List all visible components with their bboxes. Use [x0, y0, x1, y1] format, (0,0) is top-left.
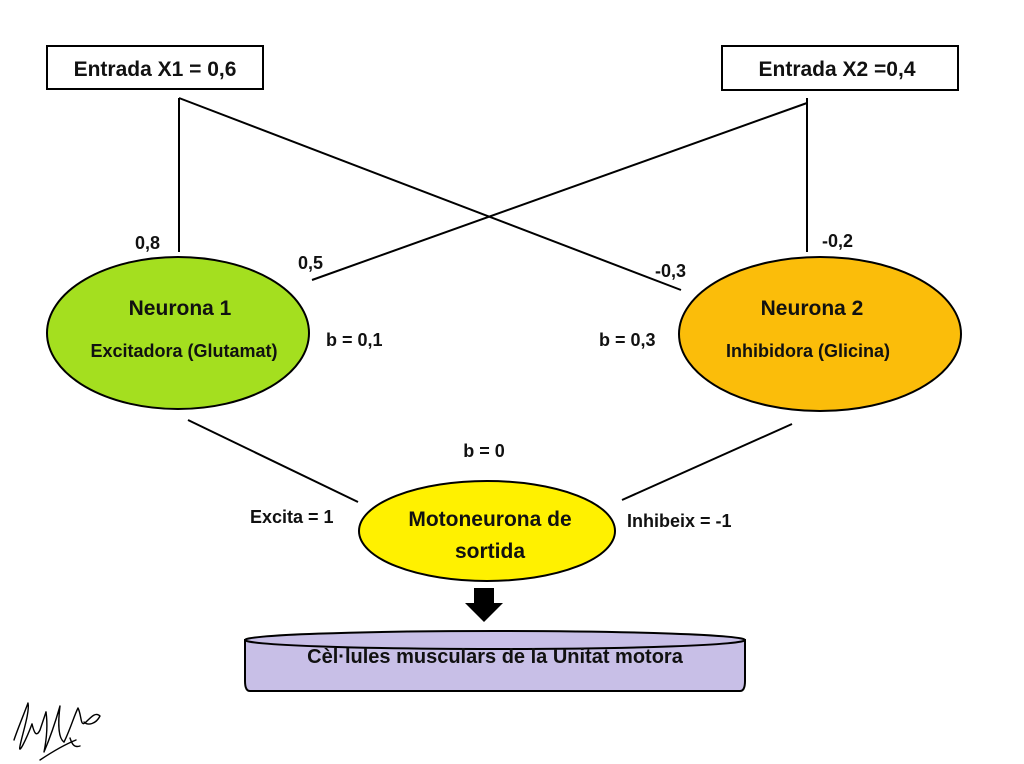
muscle-cylinder-body — [244, 639, 746, 692]
neuron-1-bias: b = 0,1 — [326, 330, 383, 350]
edge-x1-n2 — [178, 97, 682, 291]
input-x1-box: Entrada X1 = 0,6 — [46, 45, 264, 90]
edge-n2-motor — [621, 423, 793, 501]
connections — [178, 97, 808, 503]
muscle-cells-cylinder: Cèl·lules musculars de la Unitat motora — [244, 630, 746, 692]
motoneuron-ellipse — [358, 480, 616, 582]
neuron-2-bias: b = 0,3 — [599, 330, 656, 350]
edge-x2-n1 — [311, 102, 808, 281]
neuron-2-ellipse — [678, 256, 962, 412]
neuron-2-subtitle: Inhibidora (Glicina) — [726, 341, 890, 361]
excite-label: Excita = 1 — [250, 507, 334, 527]
muscle-cylinder-top — [244, 630, 746, 650]
weight-x1-n1: 0,8 — [135, 233, 160, 253]
down-arrow-icon — [465, 588, 503, 622]
weight-x2-n1: 0,5 — [298, 253, 323, 273]
input-x2-box: Entrada X2 =0,4 — [721, 45, 959, 91]
motoneuron: Motoneurona de sortida — [358, 480, 616, 582]
neuron-2-title: Neurona 2 — [761, 297, 864, 320]
inhibit-label: Inhibeix = -1 — [627, 511, 732, 531]
neuron-1-ellipse — [46, 256, 310, 410]
neuron-1-subtitle: Excitadora (Glutamat) — [90, 341, 277, 361]
muscle-cells-label: Cèl·lules musculars de la Unitat motora — [307, 646, 684, 668]
weight-x2-n2: -0,2 — [822, 231, 853, 251]
motoneuron-bias: b = 0 — [463, 441, 505, 461]
signature — [13, 702, 101, 761]
edge-n1-motor — [187, 419, 359, 503]
motoneuron-line2: sortida — [455, 540, 525, 563]
motoneuron-line1: Motoneurona de — [408, 508, 571, 531]
input-x2-label: Entrada X2 =0,4 — [759, 58, 916, 81]
weight-x1-n2: -0,3 — [655, 261, 686, 281]
input-x1-label: Entrada X1 = 0,6 — [74, 58, 237, 81]
neuron-1-title: Neurona 1 — [129, 297, 232, 320]
neuron-1: Neurona 1 Excitadora (Glutamat) — [46, 256, 310, 410]
neuron-2: Neurona 2 Inhibidora (Glicina) — [678, 256, 962, 412]
